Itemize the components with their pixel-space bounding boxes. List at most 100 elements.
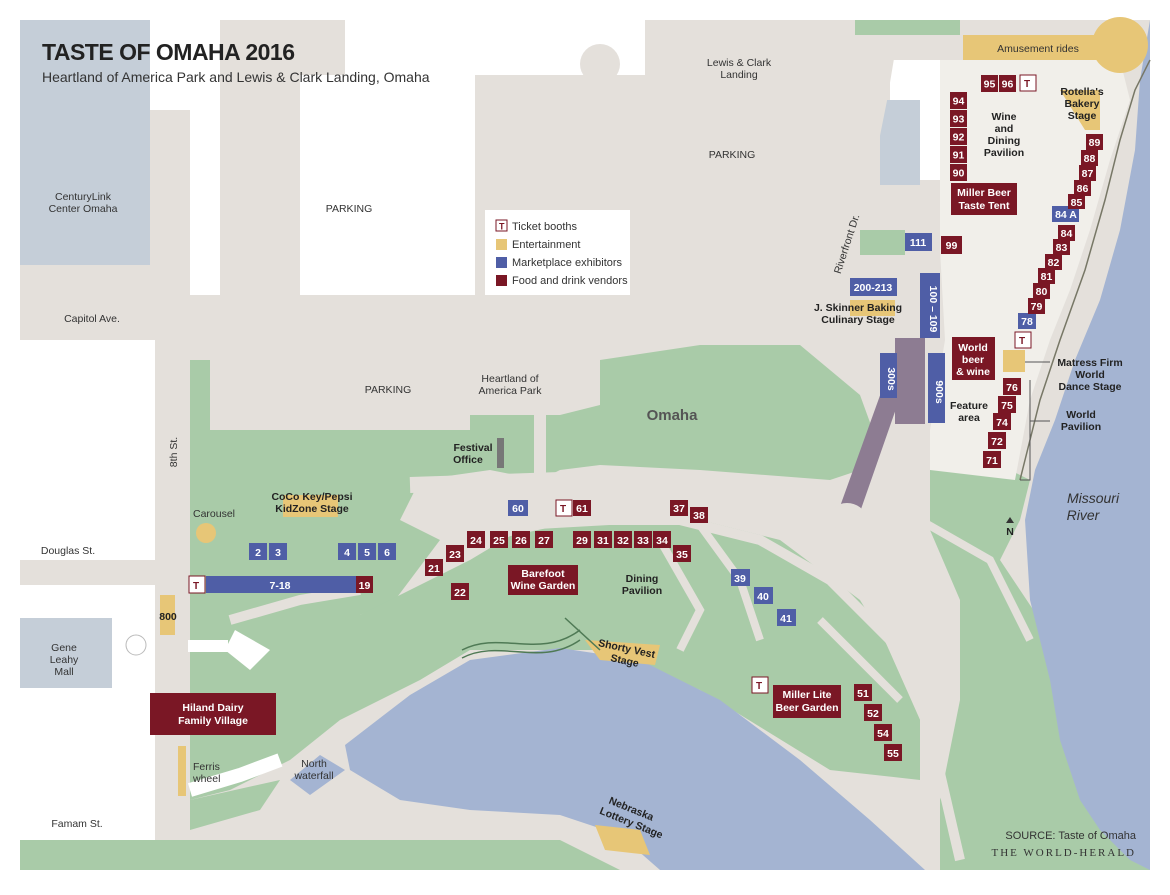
street-capitol: Capitol Ave.	[64, 313, 120, 325]
centurylink-label-2: Center Omaha	[49, 203, 118, 215]
railway	[1019, 59, 1151, 481]
vendor-85-label: 85	[1071, 197, 1083, 209]
exhibitor-40-label: 40	[757, 591, 769, 603]
map-title: TASTE OF OMAHA 2016	[42, 39, 294, 65]
vendor-26-label: 26	[515, 535, 527, 547]
shorty-stage-marker	[585, 640, 660, 665]
amusement-rides-area	[963, 35, 1113, 60]
vendor-90-label: 90	[953, 168, 965, 180]
centurylink-label-1: CenturyLink	[55, 191, 112, 203]
vendor-81-label: 81	[1041, 271, 1053, 283]
fountain	[125, 634, 147, 656]
ticket-booth	[188, 575, 206, 594]
path	[409, 471, 831, 498]
vendor-51-label: 51	[857, 688, 869, 700]
city-block	[20, 340, 155, 560]
vendor-87	[1079, 165, 1096, 181]
world-pavilion-bracket	[1020, 380, 1031, 481]
vendor-24-label: 24	[470, 535, 482, 547]
path	[228, 585, 361, 625]
wine-pavilion-label-1: Wine	[992, 111, 1017, 123]
lewis-clark-label-1: Lewis & Clark	[707, 57, 772, 69]
exhibitor-7-18-label: 7-18	[269, 580, 290, 592]
world-beer-label-2: beer	[962, 354, 984, 366]
ticket-booth	[751, 676, 769, 694]
exhibitor-4-label: 4	[344, 547, 350, 559]
vendor-35-label: 35	[676, 549, 688, 561]
exhibitor-41-label: 41	[780, 613, 792, 625]
cul-de-sac	[580, 44, 620, 84]
festival-office-marker	[497, 438, 504, 468]
vendor-92-label: 92	[953, 132, 965, 144]
building-centurylink	[20, 20, 150, 265]
vendor-19	[356, 576, 373, 593]
exhibitor-111	[905, 233, 932, 251]
source-label: SOURCE: Taste of Omaha	[1005, 830, 1137, 842]
exhibitor-7-18	[206, 576, 356, 593]
vendor-87-label: 87	[1082, 168, 1094, 180]
miller-beer-tent	[951, 183, 1017, 215]
carousel-label: Carousel	[193, 508, 235, 520]
exhibitor-900s	[928, 353, 945, 423]
vendor-96-label: 96	[1002, 79, 1014, 91]
ticket-booth	[555, 499, 573, 517]
exhibitor-300s	[880, 353, 897, 398]
exhibitor-60	[508, 500, 528, 516]
park-area	[190, 520, 920, 800]
legend: T Ticket booths Entertainment Marketplac…	[485, 210, 630, 295]
street-douglas: Douglas St.	[41, 545, 95, 557]
vendor-19-label: 19	[359, 580, 371, 592]
wine-pavilion-label-3: Dining	[988, 135, 1021, 147]
ticket-icon-glyph: T	[560, 504, 566, 515]
vendor-33-label: 33	[637, 535, 649, 547]
vendor-24	[467, 531, 485, 548]
vendor-80	[1033, 283, 1050, 299]
vendor-32	[614, 531, 632, 548]
ticket-icon-glyph: T	[756, 681, 762, 692]
map-subtitle: Heartland of America Park and Lewis & Cl…	[42, 69, 430, 85]
vendor-52-label: 52	[867, 708, 879, 720]
exhibitor-2	[249, 543, 267, 560]
vendor-84	[1058, 225, 1075, 241]
legend-entertainment-label: Entertainment	[512, 239, 580, 251]
dining-pavilion-label-1: Dining	[626, 573, 659, 585]
world-pavilion-label-2: Pavilion	[1061, 421, 1101, 433]
north-arrow-label: N	[1006, 526, 1014, 538]
hiland-label-2: Family Village	[178, 715, 248, 727]
park-area	[855, 20, 960, 35]
rotellas-label-2: Bakery	[1064, 98, 1099, 110]
vendor-95-label: 95	[984, 79, 996, 91]
ferris-label-1: Ferris	[193, 761, 220, 773]
ferris-label-2: wheel	[192, 773, 220, 785]
plaza	[225, 630, 270, 670]
vendor-38	[690, 507, 708, 523]
vendor-92	[950, 128, 967, 145]
vendor-75-label: 75	[1001, 400, 1013, 412]
legend-vendor-swatch	[496, 275, 507, 286]
vendor-91	[950, 146, 967, 163]
festival-office-label-1: Festival	[453, 442, 492, 454]
world-beer-label-1: World	[958, 342, 988, 354]
matress-label-1: Matress Firm	[1057, 357, 1122, 369]
ticket-icon-glyph: T	[1019, 336, 1025, 347]
exhibitor-200-label: 200-213	[854, 282, 893, 294]
hiland-family-village	[150, 693, 276, 735]
vendor-72-label: 72	[991, 436, 1003, 448]
vendor-33	[634, 531, 652, 548]
vendor-27-label: 27	[538, 535, 550, 547]
street-farnam: Famam St.	[51, 818, 102, 830]
park-area	[860, 230, 905, 255]
ticket-booth	[1014, 331, 1032, 349]
carousel-marker	[196, 523, 216, 543]
building-small	[92, 762, 127, 802]
booth-800-label: 800	[159, 611, 177, 623]
lewis-clark-label-2: Landing	[720, 69, 758, 81]
exhibitor-3	[269, 543, 287, 560]
amusement-label: Amusement rides	[997, 43, 1079, 55]
exhibitor-78	[1018, 313, 1036, 329]
vendor-61	[573, 500, 591, 516]
matress-label-3: Dance Stage	[1058, 381, 1121, 393]
vendor-29-label: 29	[576, 535, 588, 547]
